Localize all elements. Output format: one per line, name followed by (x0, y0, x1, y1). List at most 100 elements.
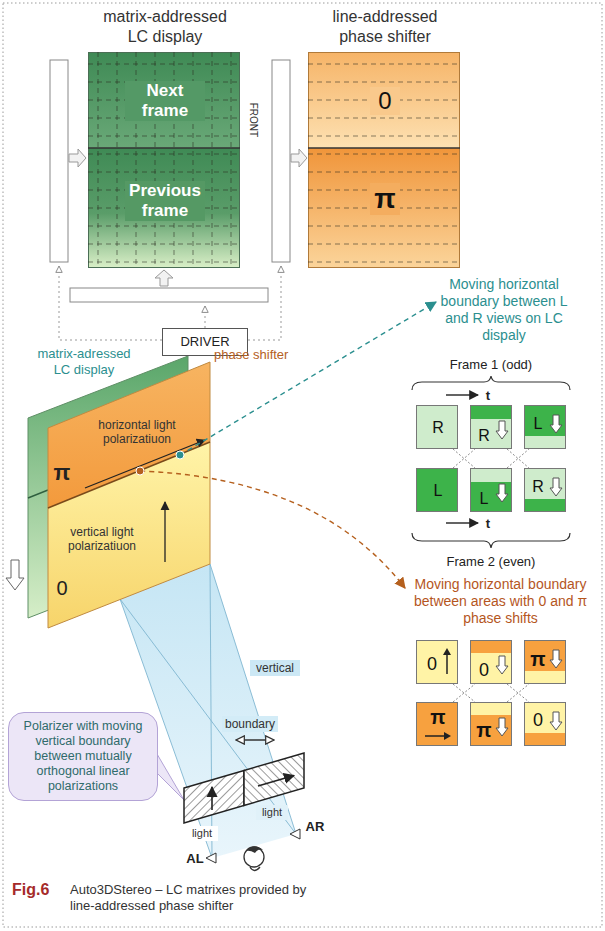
shift-arrow (550, 478, 562, 496)
eye-label: AL (184, 850, 206, 867)
driver-line (59, 266, 162, 340)
grid-line (88, 262, 240, 263)
shift-arrow (550, 712, 562, 730)
arrow-head (443, 648, 451, 655)
grid-line (117, 52, 118, 268)
phase-frame-box: 0 (470, 640, 512, 684)
frame-transition-line (507, 684, 529, 702)
shift-arrow (496, 421, 508, 439)
frame-divider (308, 147, 460, 149)
box-letter: 0 (530, 709, 546, 731)
grid-line (231, 52, 232, 268)
polarizer-half (244, 753, 304, 806)
box-symbol (524, 702, 566, 746)
frame-transition-line (507, 684, 529, 702)
shift-arrow (496, 484, 508, 502)
view-frame-box: R (524, 468, 566, 512)
callout-text: Polarizer with moving vertical boundary … (15, 719, 151, 794)
frame-transition-line (453, 684, 475, 702)
time-label: t (482, 387, 494, 404)
boundary-dot (176, 451, 184, 459)
phase-shifter-panel-3d (48, 362, 210, 628)
frame-label: Previous frame (125, 181, 205, 221)
phase-frame-box: 0 (416, 640, 458, 684)
bracket (412, 533, 570, 548)
shift-arrow (550, 415, 562, 433)
box-symbol (524, 468, 566, 512)
eye-label: AR (303, 818, 327, 835)
grid-line (308, 262, 460, 263)
grid-line (212, 52, 213, 268)
box-letter: π (476, 718, 492, 742)
light-label: vertical (250, 660, 300, 676)
frame-title: Frame 2 (even) (426, 553, 556, 570)
grid-line (308, 172, 460, 173)
phase-label: 0 (53, 576, 71, 600)
arrow-head (444, 732, 451, 740)
head-neck (250, 867, 260, 871)
annotation-text: Moving horizontal boundary between L and… (440, 276, 568, 344)
box-letter: π (430, 705, 446, 729)
polarization-label: vertical light polarizatiuon (58, 525, 146, 553)
grid-line (88, 154, 240, 155)
box-letter: π (530, 647, 546, 671)
grid-line (308, 244, 460, 245)
polarizer-callout: Polarizer with moving vertical boundary … (8, 712, 158, 801)
light-label: light (186, 826, 218, 841)
eye-symbol (290, 829, 300, 839)
front-label: FRONT (246, 97, 260, 143)
eye-symbol (206, 853, 216, 863)
grid-line (88, 172, 240, 173)
lc-display-panel: matrix-addressed LC displayNext framePre… (88, 52, 240, 268)
part-label: phase shifter (214, 346, 306, 363)
hollow-arrow (155, 270, 173, 286)
panel-heading: line-addressed phase shifter (320, 7, 450, 47)
hollow-arrow (291, 149, 307, 167)
box-letter: R (476, 426, 492, 446)
bracket (412, 376, 570, 390)
shift-arrow (550, 650, 562, 668)
grid-line (88, 64, 240, 65)
view-frame-box: R (416, 405, 458, 449)
grid-line (88, 226, 240, 227)
line-driver-bar (272, 60, 290, 262)
frame-title: Frame 1 (odd) (426, 356, 556, 373)
annotation-text: Moving horizontal boundary between areas… (403, 576, 598, 627)
driver-line (205, 306, 206, 328)
polarizer-half (184, 771, 244, 824)
phase-label: 0 (370, 87, 400, 115)
figure-border (3, 3, 602, 927)
grid-line (308, 64, 460, 65)
shift-arrow (496, 656, 508, 674)
grid-line (308, 118, 460, 119)
polarization-arrow (211, 787, 213, 810)
grid-line (308, 82, 460, 83)
grid-line (308, 226, 460, 227)
phase-frame-box: π (416, 702, 458, 746)
hollow-arrow (69, 149, 86, 167)
panel-grid (308, 52, 460, 268)
polarization-arrow (85, 440, 205, 488)
driver-line (248, 266, 281, 340)
box-letter: R (417, 418, 459, 438)
figure-caption: Auto3DStereo – LC matrixes provided by l… (70, 882, 315, 914)
hollow-arrow (6, 560, 24, 590)
part-label: matrix-adressed LC display (28, 346, 140, 378)
box-symbol (470, 405, 512, 449)
phase-frame-box: π (524, 640, 566, 684)
row-driver-bar (50, 60, 68, 262)
grid-line (88, 136, 240, 137)
view-frame-box: L (470, 468, 512, 512)
box-symbol (524, 405, 566, 449)
frame-divider (88, 147, 240, 149)
head-hair (246, 846, 263, 853)
grid-line (308, 136, 460, 137)
polarization-arrow (446, 654, 448, 674)
frame-transition-line (453, 449, 475, 468)
frame-transition-line (453, 684, 475, 702)
figure-number: Fig.6 (12, 880, 68, 900)
polarization-label: horizontal light polarizatiuon (92, 418, 182, 446)
box-letter: L (530, 414, 546, 434)
double-arrow (236, 739, 274, 740)
